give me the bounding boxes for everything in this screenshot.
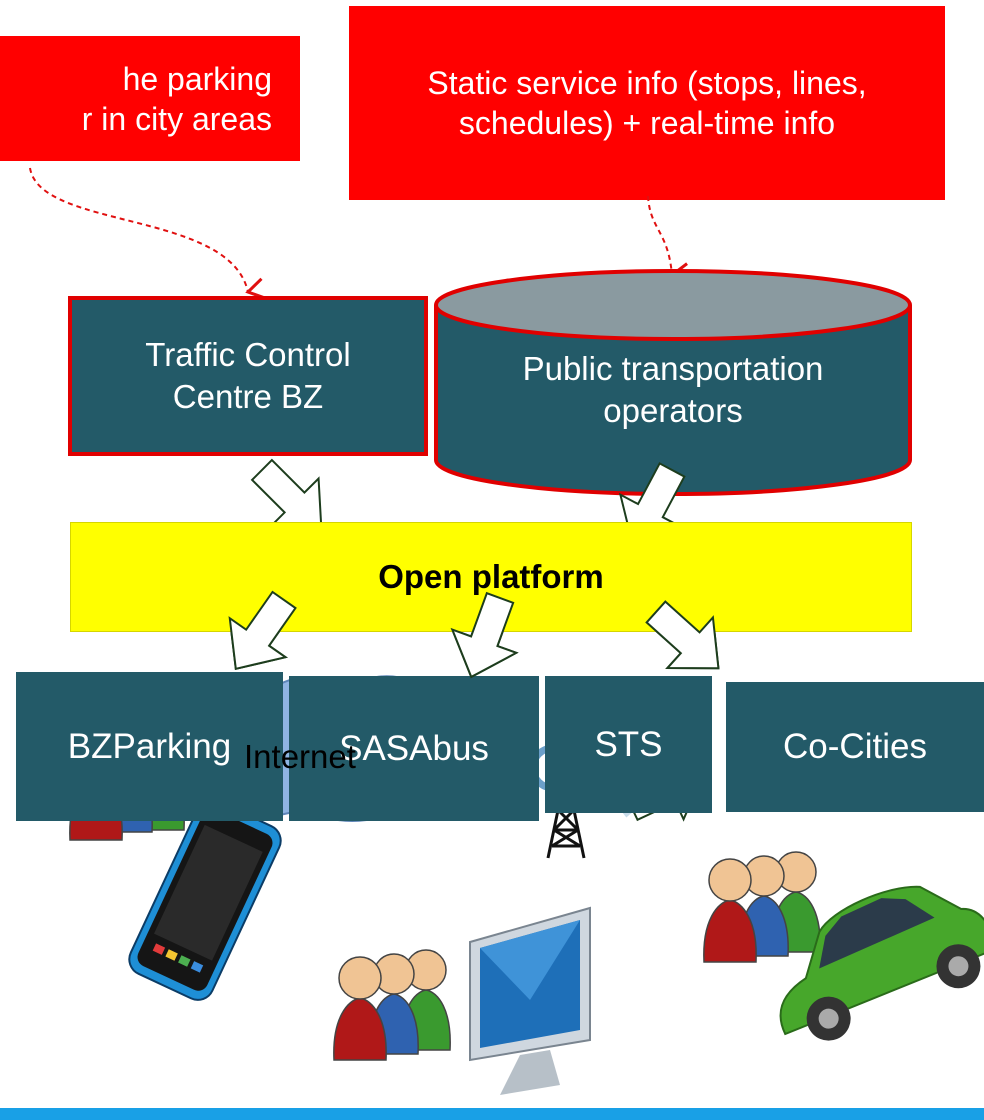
open-platform-label: Open platform <box>378 558 604 595</box>
service-bzparking-label: BZParking <box>67 726 232 766</box>
users-car-icon <box>703 851 821 963</box>
service-bzparking: BZParking <box>16 672 283 821</box>
connector-transport <box>647 195 690 285</box>
service-cocities: Co-Cities <box>726 682 984 812</box>
internet-label-text: Internet <box>244 738 356 775</box>
service-sasabus-label: SASAbus <box>339 728 489 768</box>
callout-parking-line1: he parking <box>122 60 272 97</box>
service-sasabus: SASAbus <box>289 676 539 821</box>
transport-operators-label: Public transportation operators <box>440 340 906 440</box>
callout-transport-text: Static service info (stops, lines, sched… <box>427 65 867 141</box>
internet-label: Internet <box>244 738 356 776</box>
transport-operators-line2: operators <box>603 392 743 429</box>
service-cocities-label: Co-Cities <box>783 727 927 766</box>
traffic-control-line2: Centre BZ <box>172 378 324 415</box>
service-sts: STS <box>545 676 712 813</box>
open-platform-box: Open platform <box>70 522 912 632</box>
traffic-control-box: Traffic Control Centre BZ <box>68 296 428 456</box>
connector-parking <box>29 167 267 300</box>
callout-parking-line2: r in city areas <box>81 100 272 137</box>
bottom-accent-bar <box>0 1108 984 1120</box>
smartphone-icon <box>128 799 282 1001</box>
cylinder-transport <box>434 269 912 496</box>
users-pc-icon <box>333 949 451 1061</box>
service-sts-label: STS <box>594 724 663 764</box>
callout-parking: he parking r in city areas <box>0 36 300 161</box>
traffic-control-line1: Traffic Control <box>145 336 351 373</box>
transport-operators-line1: Public transportation <box>522 350 824 387</box>
callout-transport: Static service info (stops, lines, sched… <box>349 6 945 200</box>
monitor-icon <box>469 906 591 1095</box>
car-icon <box>779 885 984 1041</box>
